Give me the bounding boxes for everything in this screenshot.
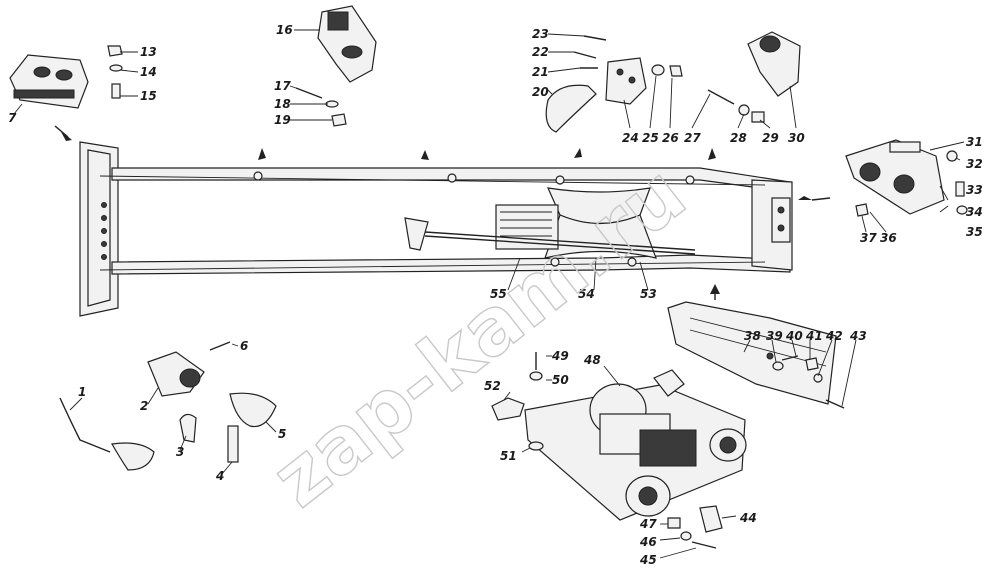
label-15: 15: [140, 89, 157, 103]
label-26: 26: [662, 131, 679, 145]
winch-48: [524, 369, 747, 521]
label-18: 18: [274, 97, 291, 111]
label-47: 47: [639, 517, 657, 531]
label-25: 25: [642, 131, 659, 145]
label-36: 36: [880, 231, 897, 245]
label-41: 41: [805, 329, 823, 343]
label-50: 50: [552, 373, 569, 387]
label-19: 19: [274, 113, 291, 127]
label-21: 21: [532, 65, 549, 79]
label-2: 2: [140, 399, 148, 413]
label-48: 48: [583, 353, 601, 367]
label-24: 24: [622, 131, 639, 145]
leader-lines: [13, 29, 965, 559]
label-52: 52: [484, 379, 501, 393]
label-49: 49: [551, 349, 569, 363]
label-27: 27: [684, 131, 701, 145]
vehicle-frame: [79, 141, 793, 317]
label-17: 17: [274, 79, 291, 93]
label-43: 43: [849, 329, 867, 343]
label-29: 29: [762, 131, 779, 145]
label-1: 1: [78, 385, 86, 399]
small-parts: [59, 35, 968, 549]
label-22: 22: [532, 45, 549, 59]
label-35: 35: [966, 225, 983, 239]
label-20: 20: [532, 85, 549, 99]
label-13: 13: [140, 45, 157, 59]
label-7: 7: [8, 111, 17, 125]
label-38: 38: [744, 329, 761, 343]
label-55: 55: [490, 287, 507, 301]
bracket-16: [317, 5, 377, 83]
mount-bracket-7: [9, 54, 89, 109]
label-6: 6: [240, 339, 248, 353]
label-54: 54: [578, 287, 595, 301]
label-40: 40: [785, 329, 803, 343]
label-45: 45: [639, 553, 657, 567]
label-32: 32: [966, 157, 983, 171]
label-33: 33: [966, 183, 983, 197]
label-28: 28: [730, 131, 747, 145]
label-14: 14: [140, 65, 157, 79]
label-23: 23: [532, 27, 549, 41]
direction-arrows: [54, 125, 831, 300]
label-4: 4: [215, 469, 224, 483]
label-51: 51: [500, 449, 517, 463]
bracket-30: [747, 31, 801, 97]
label-42: 42: [825, 329, 843, 343]
label-31: 31: [966, 135, 983, 149]
bumper-38: [667, 301, 837, 405]
callout-labels: 1 2 3 4 5 6 7 13 14 15 16 17 18 19 20 21…: [8, 23, 983, 567]
label-53: 53: [640, 287, 657, 301]
parts-20-24: [545, 57, 647, 133]
label-37: 37: [860, 231, 877, 245]
label-46: 46: [639, 535, 657, 549]
label-34: 34: [966, 205, 983, 219]
label-39: 39: [766, 329, 783, 343]
label-30: 30: [788, 131, 805, 145]
label-5: 5: [278, 427, 286, 441]
label-44: 44: [739, 511, 757, 525]
label-3: 3: [176, 445, 184, 459]
label-16: 16: [276, 23, 293, 37]
mount-31: [845, 139, 945, 215]
